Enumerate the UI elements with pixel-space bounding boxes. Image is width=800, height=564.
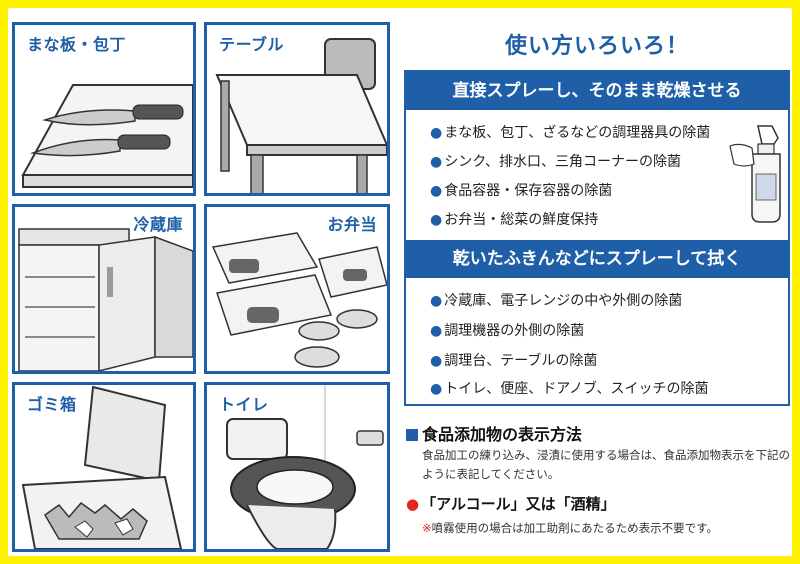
bullet-icon: ● (430, 212, 443, 228)
bullet-icon: ● (430, 125, 443, 141)
panel-label-fridge: 冷蔵庫 (131, 211, 185, 235)
label-example: ●「アルコール」又は「酒精」 (406, 495, 616, 513)
panel-fridge: 冷蔵庫 (12, 204, 196, 374)
panel-label-trash: ゴミ箱 (25, 391, 79, 415)
note-mark: ※ (422, 521, 432, 535)
toilet-illustration (226, 385, 384, 549)
list-item: ●お弁当・総菜の鮮度保持 (430, 212, 599, 228)
list-item: ●冷蔵庫、電子レンジの中や外側の除菌 (430, 293, 683, 309)
table-illustration (215, 38, 387, 193)
list-item: ●調理台、テーブルの除菌 (430, 353, 598, 369)
list-item: ●調理機器の外側の除菌 (430, 323, 585, 339)
bullet-icon: ● (430, 183, 443, 199)
bullet-icon: ● (430, 293, 443, 309)
bullet-icon: ● (430, 353, 443, 369)
bento-illustration (211, 232, 387, 368)
bullet-icon: ● (430, 154, 443, 170)
panel-table: テーブル (204, 22, 390, 196)
additive-note: ※噴霧使用の場合は加工助剤にあたるため表示不要です。 (422, 521, 718, 535)
panel-trash: ゴミ箱 (12, 382, 196, 552)
bullet-icon: ● (430, 323, 443, 339)
usage-box: 直接スプレーし、そのまま乾燥させる ●まな板、包丁、ざるなどの調理器具の除菌 ●… (404, 70, 790, 406)
additive-title: 食品添加物の表示方法 (406, 421, 582, 445)
list-item: ●シンク、排水口、三角コーナーの除菌 (430, 154, 681, 170)
section1-heading: 直接スプレーし、そのまま乾燥させる (406, 72, 788, 110)
red-bullet-icon: ● (406, 495, 420, 513)
panel-label-toilet: トイレ (217, 391, 271, 415)
usage-title: 使い方いろいろ！ (504, 34, 689, 59)
bullet-icon: ● (430, 381, 443, 397)
panel-label-bento: お弁当 (325, 211, 379, 235)
cutting-board-illustration (21, 84, 193, 188)
panel-cutting-board: まな板・包丁 (12, 22, 196, 196)
spray-bottle-icon (729, 125, 781, 223)
list-item: ●食品容器・保存容器の除菌 (430, 183, 613, 199)
panel-toilet: トイレ (204, 382, 390, 552)
square-bullet-icon (406, 429, 418, 441)
additive-description: 食品加工の練り込み、浸漬に使用する場合は、食品添加物表示を下記のように表記してく… (422, 448, 790, 481)
section2-heading: 乾いたふきんなどにスプレーして拭く (406, 240, 788, 278)
panel-label-cutting-board: まな板・包丁 (25, 31, 129, 55)
trash-illustration (21, 385, 183, 549)
fridge-illustration (18, 228, 193, 371)
flyer-sheet: まな板・包丁 テーブル 冷蔵庫 (8, 8, 792, 556)
list-item: ●まな板、包丁、ざるなどの調理器具の除菌 (430, 125, 711, 141)
panel-bento: お弁当 (204, 204, 390, 374)
list-item: ●トイレ、便座、ドアノブ、スイッチの除菌 (430, 381, 709, 397)
panel-label-table: テーブル (217, 31, 287, 55)
